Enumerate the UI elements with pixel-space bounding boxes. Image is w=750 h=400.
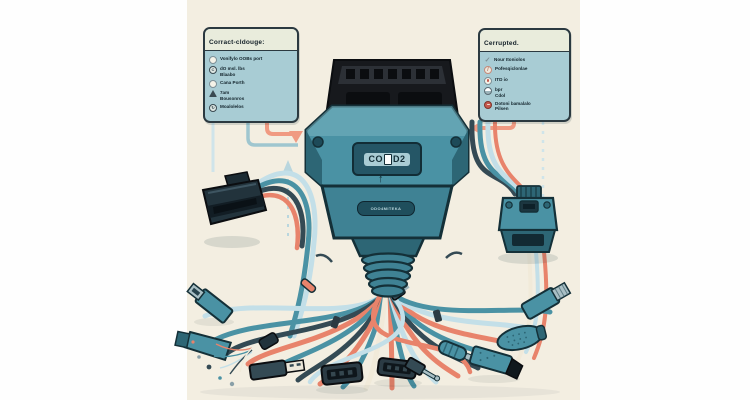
usb-plug xyxy=(248,359,306,381)
checklist-item: Vonifylo OOBs port xyxy=(209,55,293,64)
warning-triangle-icon xyxy=(209,90,217,97)
checklist-item: ↻ Moalolelos xyxy=(209,103,293,112)
corrupted-panel-header: Cerrupted. xyxy=(480,30,569,52)
connector-label-prefix: CO xyxy=(368,154,383,164)
checklist-item-label: 7am Bousonros xyxy=(220,90,245,101)
dot-circle-icon xyxy=(484,76,492,85)
check-icon: ✓ xyxy=(484,56,491,64)
usb-a-plug xyxy=(186,282,234,324)
teal-plug xyxy=(174,330,233,362)
half-circle-icon xyxy=(484,87,492,95)
checklist-item: ITD io xyxy=(484,76,565,85)
checklist-item: Cana Porth xyxy=(209,79,293,88)
circle-icon xyxy=(209,55,217,64)
connector-tag: ODO4MITEKA xyxy=(357,201,415,216)
usb-up-plug xyxy=(520,281,572,320)
right-side-plug xyxy=(497,185,559,253)
checklist-item-label: Dotoni bamalalo Pilsen xyxy=(495,100,531,112)
checklist-item-label: Moalolelos xyxy=(220,103,244,109)
checklist-item: 7am Bousonros xyxy=(209,90,293,101)
corrupted-panel: Cerrupted. ✓ Nour Itoniolos / Pofesqiclo… xyxy=(478,28,571,122)
checklist-item-label: bpr Cdol xyxy=(495,87,506,98)
checklist-item-label: dO msl. lbs Blaabo xyxy=(220,66,245,77)
audio-jack-plug xyxy=(404,356,441,382)
barrel-plug xyxy=(437,340,475,362)
checklist-item-label: Pofesqiclonlae xyxy=(495,66,528,71)
alert-badge-icon xyxy=(484,100,492,109)
connector-tag-text: ODO4MITEKA xyxy=(370,206,402,211)
correct-panel-title: Corract-cldouge: xyxy=(209,39,265,46)
correct-panel-list: Vonifylo OOBs port C dO msl. lbs Blaabo … xyxy=(205,51,297,116)
left-side-plug xyxy=(201,171,268,226)
checklist-item-label: Cana Porth xyxy=(220,79,245,85)
corrupted-panel-list: ✓ Nour Itoniolos / Pofesqiclonlae ITD io… xyxy=(480,52,569,116)
no-pen-icon: / xyxy=(484,66,492,74)
checklist-item: / Pofesqiclonlae xyxy=(484,66,565,74)
refresh-circle-icon: ↻ xyxy=(209,103,217,112)
circle-icon xyxy=(209,79,217,88)
hdmi-plug xyxy=(468,345,524,380)
checklist-item: C dO msl. lbs Blaabo xyxy=(209,66,293,77)
checklist-item-label: Vonifylo OOBs port xyxy=(220,55,263,61)
mini-obd-plug-1 xyxy=(320,361,364,386)
connector-label: CO D2 xyxy=(364,152,410,166)
knurled-adapter xyxy=(496,324,548,352)
checklist-item: ✓ Nour Itoniolos xyxy=(484,57,565,64)
frayed-wire-end xyxy=(191,332,279,387)
corrupted-panel-title: Cerrupted. xyxy=(484,40,519,47)
checklist-item: bpr Cdol xyxy=(484,87,565,98)
shadows xyxy=(194,236,560,399)
up-arrow-icon: ↑ xyxy=(378,173,384,185)
checklist-item: Dotoni bamalalo Pilsen xyxy=(484,100,565,112)
correct-panel-header: Corract-cldouge: xyxy=(205,29,297,51)
blank-pin-icon xyxy=(383,153,392,165)
correct-usage-panel: Corract-cldouge: Vonifylo OOBs port C dO… xyxy=(203,27,299,123)
connector-label-plate: CO D2 xyxy=(352,142,422,176)
left-arrow xyxy=(265,119,303,143)
checklist-item-label: Nour Itoniolos xyxy=(494,56,526,62)
clock-icon: C xyxy=(209,66,217,74)
connector-label-suffix: D2 xyxy=(392,154,406,164)
checklist-item-label: ITD io xyxy=(495,76,508,82)
